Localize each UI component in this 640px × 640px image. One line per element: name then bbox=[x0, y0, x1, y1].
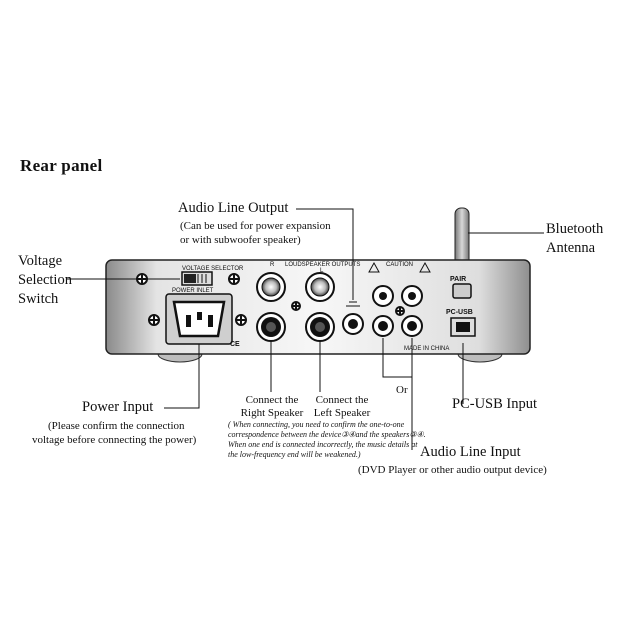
audio-line-output-jack bbox=[342, 301, 364, 335]
power-input-note-2: voltage before connecting the power) bbox=[32, 434, 197, 446]
power-input-label: Power Input bbox=[82, 399, 154, 415]
pc-usb-input-label: PC-USB Input bbox=[452, 396, 538, 412]
page-title: Rear panel bbox=[20, 156, 103, 175]
usb-port bbox=[450, 317, 476, 337]
audio-line-input-note: (DVD Player or other audio output device… bbox=[358, 464, 547, 476]
caution-text: CAUTION bbox=[386, 262, 413, 268]
left-speaker-terminals bbox=[305, 272, 335, 342]
speaker-note-3: When one end is connected incorrectly, t… bbox=[228, 440, 418, 449]
left-speaker-label-2: Left Speaker bbox=[313, 407, 371, 419]
speaker-note-1: ( When connecting, you need to confirm t… bbox=[228, 420, 405, 429]
bluetooth-label-2: Antenna bbox=[546, 240, 596, 256]
or-label: Or bbox=[396, 384, 408, 396]
power-marking: POWER INLET bbox=[172, 288, 214, 294]
audio-line-input-label: Audio Line Input bbox=[420, 444, 521, 460]
left-marking: L bbox=[320, 268, 324, 274]
speaker-note-4: the low-frequency end will be weakened.) bbox=[228, 450, 361, 459]
left-speaker-label-1: Connect the bbox=[315, 394, 369, 406]
voltage-label-3: Switch bbox=[18, 291, 59, 307]
caution-label bbox=[368, 261, 431, 273]
right-speaker-label-1: Connect the bbox=[245, 394, 299, 406]
audio-line-input-jacks bbox=[372, 285, 423, 337]
pair-marking: PAIR bbox=[450, 276, 466, 283]
right-marking: R bbox=[270, 262, 275, 268]
voltage-label-2: Selection bbox=[18, 272, 72, 288]
callout-lines bbox=[66, 208, 544, 450]
audio-line-output-note-1: (Can be used for power expansion bbox=[180, 220, 331, 232]
ce-mark: CE bbox=[230, 341, 240, 348]
speaker-note-2: correspondence between the device③④and t… bbox=[228, 430, 426, 439]
power-inlet bbox=[165, 293, 233, 345]
voltage-selection-switch bbox=[181, 271, 213, 286]
voltage-marking: VOLTAGE SELECTOR bbox=[182, 266, 244, 272]
audio-line-output-label: Audio Line Output bbox=[178, 200, 289, 216]
speaker-outputs-marking: LOUDSPEAKER OUTPUTS bbox=[285, 262, 360, 268]
bluetooth-label-1: Bluetooth bbox=[546, 221, 604, 237]
pair-button bbox=[452, 283, 472, 299]
made-in-marking: MADE IN CHINA bbox=[404, 346, 449, 352]
right-speaker-terminals bbox=[256, 272, 286, 342]
voltage-label-1: Voltage bbox=[18, 253, 63, 269]
right-speaker-label-2: Right Speaker bbox=[240, 407, 304, 419]
power-input-note-1: (Please confirm the connection bbox=[48, 420, 185, 432]
audio-line-output-note-2: or with subwoofer speaker) bbox=[180, 234, 301, 246]
pc-usb-marking: PC-USB bbox=[446, 309, 473, 316]
